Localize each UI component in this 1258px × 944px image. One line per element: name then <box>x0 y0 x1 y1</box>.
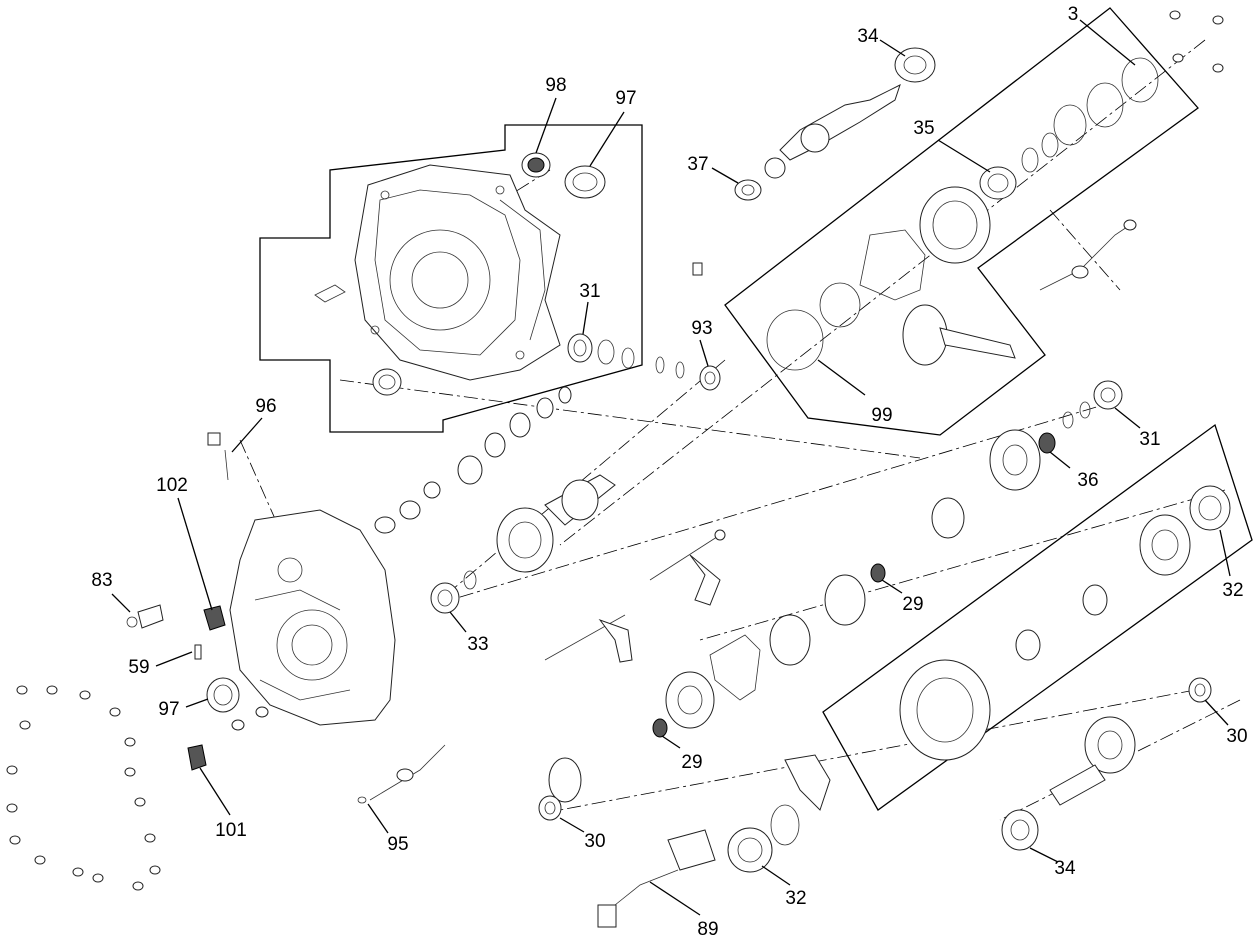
callout-32-lower: 32 <box>785 888 806 909</box>
callout-35: 35 <box>913 118 934 139</box>
output-shaft-group-outline <box>724 7 1199 436</box>
callout-102: 102 <box>156 475 188 496</box>
synchro-parts-upper <box>374 386 572 534</box>
bearing-34-upper <box>894 47 936 83</box>
callout-99: 99 <box>871 405 892 426</box>
bearing-33 <box>430 570 477 614</box>
callout-33: 33 <box>467 634 488 655</box>
small-plug <box>692 262 703 276</box>
plug-96 <box>207 432 229 481</box>
bearing-31-upper <box>567 333 635 369</box>
callout-97-lower: 97 <box>158 699 179 720</box>
bearing-retainer <box>919 186 991 264</box>
countershaft-lower-right <box>1049 716 1136 806</box>
seal-97-lower <box>206 677 240 713</box>
o-ring-99 <box>766 282 861 371</box>
callout-31-upper: 31 <box>579 281 600 302</box>
callout-34-upper: 34 <box>857 26 879 47</box>
callout-101: 101 <box>215 820 247 841</box>
callout-29-lower: 29 <box>681 752 702 773</box>
callout-59: 59 <box>128 657 149 678</box>
callout-labels: 98 97 31 93 34 3 35 37 99 31 36 96 102 8… <box>91 4 1247 940</box>
callout-95: 95 <box>387 834 408 855</box>
callout-96: 96 <box>255 396 276 417</box>
bearing-30-left <box>538 795 562 821</box>
countershaft-gear <box>496 474 616 573</box>
shift-fork-upper <box>649 529 726 606</box>
bearing-34-lower <box>1001 809 1039 851</box>
seal-98 <box>521 152 551 178</box>
bearing-30-right <box>1188 677 1212 703</box>
shift-lever-upper-right <box>1039 219 1137 291</box>
bracket-83 <box>126 604 164 629</box>
needle-bearing-36 <box>1038 432 1056 454</box>
sensor-102 <box>203 605 226 631</box>
bearing-31-lower <box>1062 380 1123 429</box>
callout-97-upper: 97 <box>615 88 636 109</box>
bearing-32-lower <box>727 804 800 873</box>
bolt-set-left <box>6 685 161 891</box>
callout-37: 37 <box>687 154 708 175</box>
bearing-32-upper <box>1189 485 1231 531</box>
needle-bearing-29-upper <box>870 563 886 583</box>
differential-case <box>1015 514 1191 661</box>
mainshaft-gears <box>548 429 1041 803</box>
transmission-case <box>229 509 396 726</box>
actuator-89 <box>597 829 716 928</box>
shift-shaft-95 <box>357 744 446 804</box>
bearing-35 <box>979 166 1017 200</box>
callout-93: 93 <box>691 318 712 339</box>
needle-bearing-29-lower <box>652 718 668 738</box>
callout-leader-lines <box>111 19 1231 916</box>
shift-fork-lower <box>544 614 633 663</box>
washers-lower-left <box>231 706 269 731</box>
callout-32-upper: 32 <box>1222 580 1243 601</box>
callout-89: 89 <box>697 919 718 940</box>
gasket <box>859 229 926 301</box>
chain-belt <box>709 634 761 701</box>
snap-rings-3 <box>1021 57 1159 173</box>
clutch-housing <box>314 164 561 381</box>
seal-lower-left-upper-housing <box>372 368 402 396</box>
callout-30-left: 30 <box>584 831 605 852</box>
output-flange-shaft <box>902 304 1016 366</box>
input-shaft <box>764 84 901 179</box>
bearing-37 <box>734 179 762 201</box>
clutch-housing-group-outline <box>259 124 643 433</box>
callout-34-lower: 34 <box>1054 858 1076 879</box>
bearing-97-upper <box>564 165 606 199</box>
ring-gear <box>899 659 991 761</box>
callout-98: 98 <box>545 75 566 96</box>
callout-36: 36 <box>1077 470 1098 491</box>
callout-83: 83 <box>91 570 112 591</box>
callout-30-right: 30 <box>1226 726 1247 747</box>
callout-3: 3 <box>1068 4 1079 25</box>
callout-29-upper: 29 <box>902 594 923 615</box>
shift-fork-differential <box>784 754 831 811</box>
differential-group-outline <box>822 423 1253 811</box>
pin-59 <box>194 644 202 660</box>
bolts-top-right <box>1169 10 1224 73</box>
shim-washers-93 <box>655 356 721 391</box>
assembly-axis-lines <box>239 39 1241 821</box>
sensor-101 <box>187 744 207 771</box>
callout-31-lower: 31 <box>1139 429 1160 450</box>
